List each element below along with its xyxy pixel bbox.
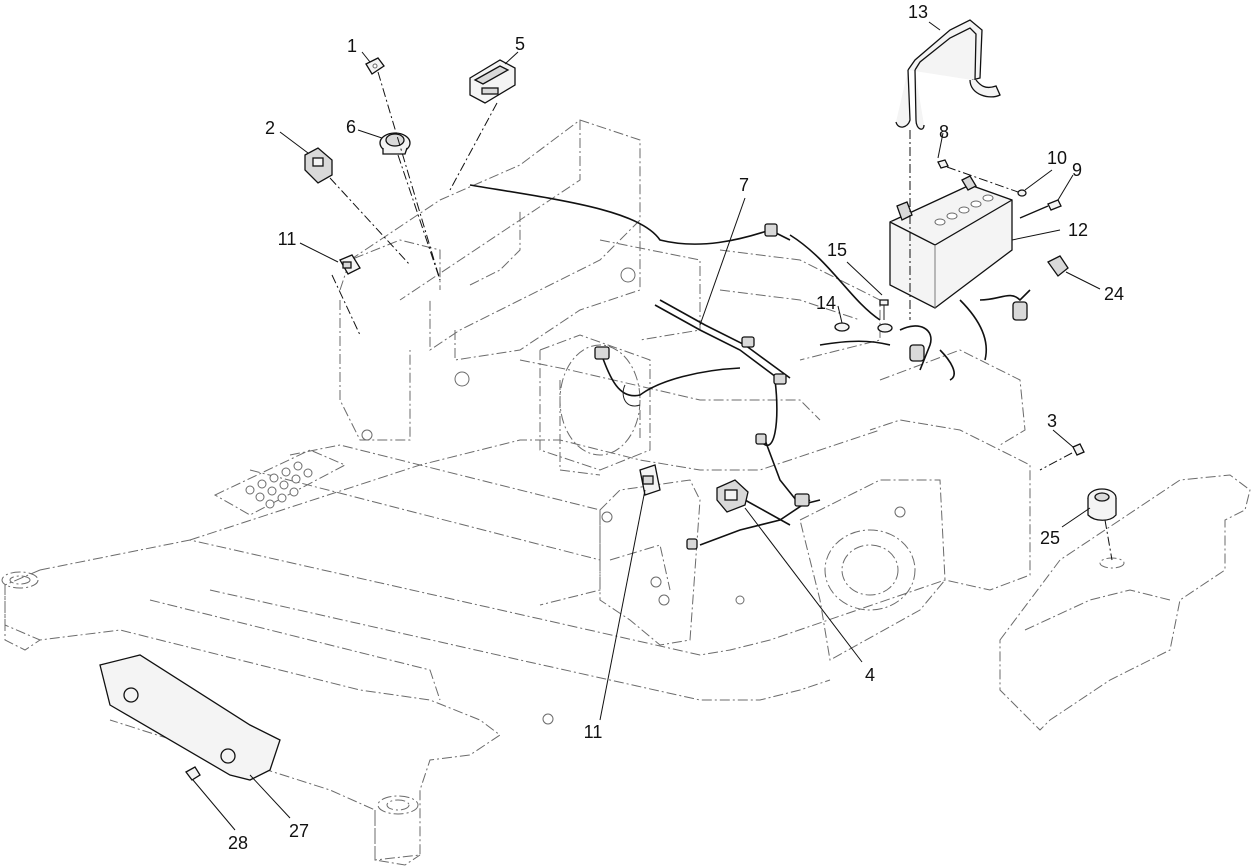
front-plate-part-27[interactable] [99,654,281,781]
toggle-switch-part-2[interactable] [304,147,333,184]
relay-part-4[interactable] [716,479,749,513]
bolt-part-15[interactable] [879,299,889,320]
callout-6: 6 [346,117,356,137]
screw-part-3[interactable] [1072,443,1085,456]
battery-rod-part-13[interactable] [895,19,1001,130]
battery-vent-caps [934,194,994,226]
callout-25: 25 [1040,528,1060,548]
callout-8: 8 [939,122,949,142]
bolt-part-9[interactable] [1019,199,1062,219]
power-outlet-part-25[interactable] [1087,488,1117,521]
nut-part-8[interactable] [937,159,949,169]
key-part-1[interactable] [365,57,385,75]
plug-part-11-upper[interactable] [339,254,361,275]
ignition-switch-part-6[interactable] [379,132,411,155]
hour-meter-part-5[interactable] [469,59,516,104]
screw-part-28[interactable] [185,766,201,781]
callout-4: 4 [865,665,875,685]
mower-frame [1,119,1251,866]
foot-plate-holes [245,461,313,509]
wire-harness[interactable] [469,184,1031,550]
callout-12: 12 [1068,220,1088,240]
callout-24: 24 [1104,284,1124,304]
callout-11-upper: 11 [278,229,297,249]
callout-27: 27 [289,821,309,841]
ground-cable-part-14[interactable] [834,322,893,333]
connector-part-11-lower[interactable] [639,464,661,496]
leader-lines [192,21,1113,831]
washer-part-10[interactable] [1017,189,1027,197]
callout-10: 10 [1047,148,1067,168]
battery-part-12[interactable] [889,175,1013,309]
callout-labels: 1 5 2 6 11 7 13 8 10 9 12 15 14 24 3 25 … [228,2,1124,853]
callout-14: 14 [816,293,836,313]
callout-2: 2 [265,118,275,138]
callout-3: 3 [1047,411,1057,431]
callout-15: 15 [827,240,847,260]
callout-1: 1 [347,36,357,56]
callout-9: 9 [1072,160,1082,180]
callout-13: 13 [908,2,928,22]
callout-7: 7 [739,175,749,195]
callout-28: 28 [228,833,248,853]
connector-part-24[interactable] [1047,255,1069,277]
frame-holes [361,267,906,725]
callout-5: 5 [515,34,525,54]
callout-11-lower: 11 [584,722,603,742]
